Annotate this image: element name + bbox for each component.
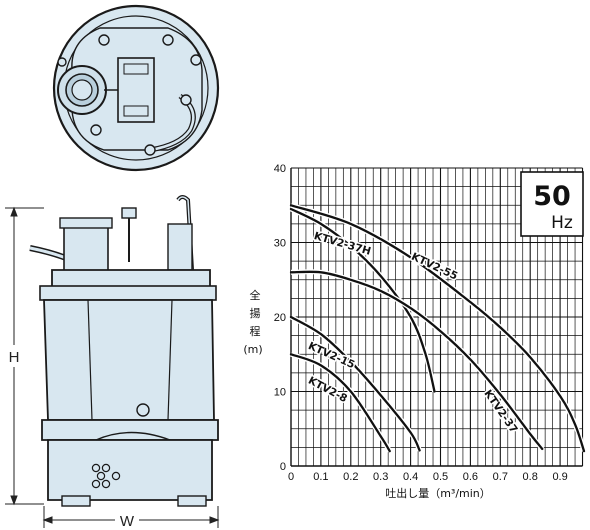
dim-width-label: W xyxy=(120,513,135,530)
curve-label-ktv2-37h: KTV2-37H xyxy=(313,230,373,258)
y-tick-label: 20 xyxy=(274,312,286,324)
x-tick-label: 0.6 xyxy=(463,471,478,483)
y-tick-label: 0 xyxy=(280,461,286,473)
dim-w-bg xyxy=(115,510,139,530)
curve-ktv2-37h xyxy=(289,207,436,393)
x-tick-label: 0.5 xyxy=(433,471,448,483)
x-tick-label: 0.8 xyxy=(523,471,538,483)
dim-h-bg xyxy=(2,345,26,367)
curve-ktv2-15 xyxy=(289,315,421,452)
x-tick-label: 0.7 xyxy=(493,471,508,483)
curve-halo xyxy=(289,206,437,393)
x-tick-label: 0.9 xyxy=(552,471,567,483)
curve-ktv2-37 xyxy=(289,270,544,451)
ylabel-char-2: 揚 xyxy=(250,307,261,320)
x-tick-label: 0 xyxy=(288,471,294,483)
x-tick-label: 0.2 xyxy=(343,471,358,483)
y-tick-label: 10 xyxy=(274,387,286,399)
curve-ktv2-8 xyxy=(289,353,391,453)
pump-top-view xyxy=(52,4,220,172)
xlabel: 吐出し量（m³/min） xyxy=(385,486,491,500)
chart-curves xyxy=(289,202,587,453)
x-tick-label: 0.1 xyxy=(313,471,328,483)
curve-ktv2-55 xyxy=(289,204,586,453)
y-tick-label: 40 xyxy=(274,163,286,175)
curve-label-ktv2-55: KTV2-55 xyxy=(409,251,459,283)
y-tick-label: 30 xyxy=(274,238,286,250)
frequency-value: 50 xyxy=(533,181,571,212)
performance-chart: 0 0.1 0.2 0.3 0.4 0.5 0.6 0.7 0.8 0.9 0 10 20 30 40 KT… xyxy=(243,163,587,500)
x-tick-label: 0.4 xyxy=(403,471,418,483)
ylabel-char-3: 程 xyxy=(250,325,261,338)
chart-ticks: 0 0.1 0.2 0.3 0.4 0.5 0.6 0.7 0.8 0.9 0 10 20 30 40 xyxy=(274,163,568,483)
frequency-unit: Hz xyxy=(551,213,573,233)
frequency-box: 50 Hz xyxy=(520,171,584,237)
x-tick-label: 0.3 xyxy=(373,471,388,483)
pump-side-view xyxy=(29,195,219,507)
dim-height-label: H xyxy=(9,349,20,366)
ylabel-unit: (m) xyxy=(243,343,262,356)
ylabel-char-1: 全 xyxy=(250,288,261,302)
